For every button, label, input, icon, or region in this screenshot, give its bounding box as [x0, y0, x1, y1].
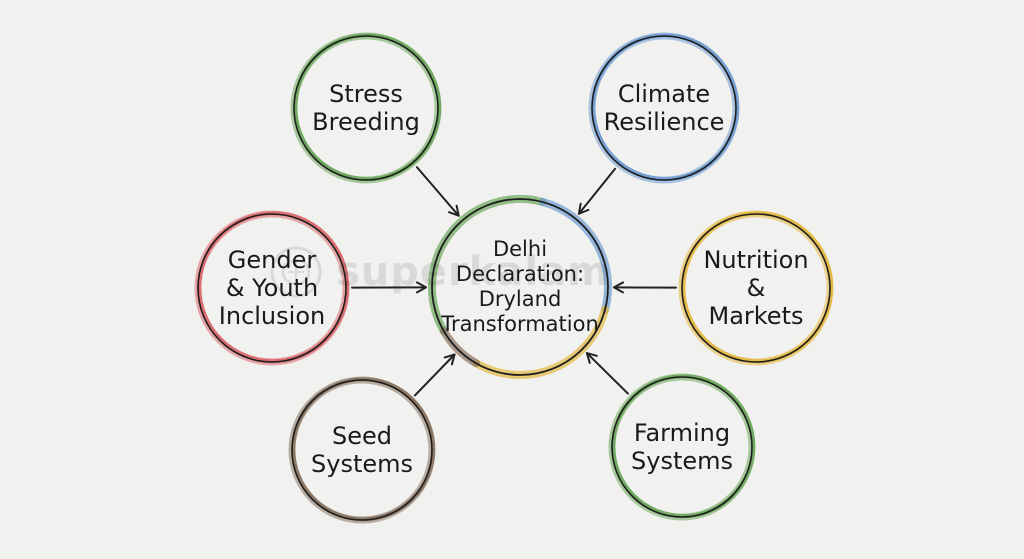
node-farming-systems-ring	[608, 373, 756, 521]
node-climate-resilience-label-line: Resilience	[603, 108, 725, 136]
arrow-stress-breeding-to-center	[415, 166, 460, 217]
rings-layer	[194, 32, 834, 524]
node-climate-resilience-label-line: Climate	[617, 79, 711, 108]
node-seed-systems-ring	[288, 376, 436, 524]
center-node-label-line: Dryland	[478, 287, 562, 311]
node-gender-youth-inclusion-ring	[194, 210, 350, 366]
node-farming-systems-label-line: Farming	[633, 418, 731, 447]
node-climate-resilience-ring	[588, 32, 740, 184]
node-stress-breeding-label-line: Breeding	[312, 108, 420, 136]
node-nutrition-markets-label-line: Markets	[708, 302, 804, 331]
node-seed-systems-label-line: Systems	[311, 450, 413, 478]
node-nutrition-markets-label-line: Nutrition	[703, 245, 809, 274]
center-node-label-line: Delhi	[492, 237, 548, 262]
node-farming-systems-label-line: Systems	[631, 447, 733, 475]
node-seed-systems-label-line: Seed	[332, 421, 392, 450]
center-ring	[428, 195, 612, 379]
center-node-label-line: Transformation	[441, 311, 599, 336]
node-nutrition-markets-label-line: &	[746, 273, 766, 302]
node-stress-breeding-ring	[290, 32, 442, 184]
node-nutrition-markets-label: Nutrition&Markets	[682, 214, 830, 362]
node-gender-youth-inclusion-label-line: Inclusion	[218, 302, 326, 331]
node-nutrition-markets-ring	[678, 210, 834, 366]
node-stress-breeding-label-line: Stress	[329, 79, 403, 108]
node-gender-youth-inclusion-label-line: & Youth	[225, 273, 319, 302]
node-gender-youth-inclusion-label-line: Gender	[227, 245, 317, 274]
arrow-seed-systems-to-center	[413, 353, 456, 397]
arrow-farming-systems-to-center	[585, 352, 629, 395]
arrow-climate-resilience-to-center	[577, 167, 617, 215]
arrows-layer	[350, 166, 678, 397]
center-node-label-line: Declaration:	[455, 262, 585, 287]
